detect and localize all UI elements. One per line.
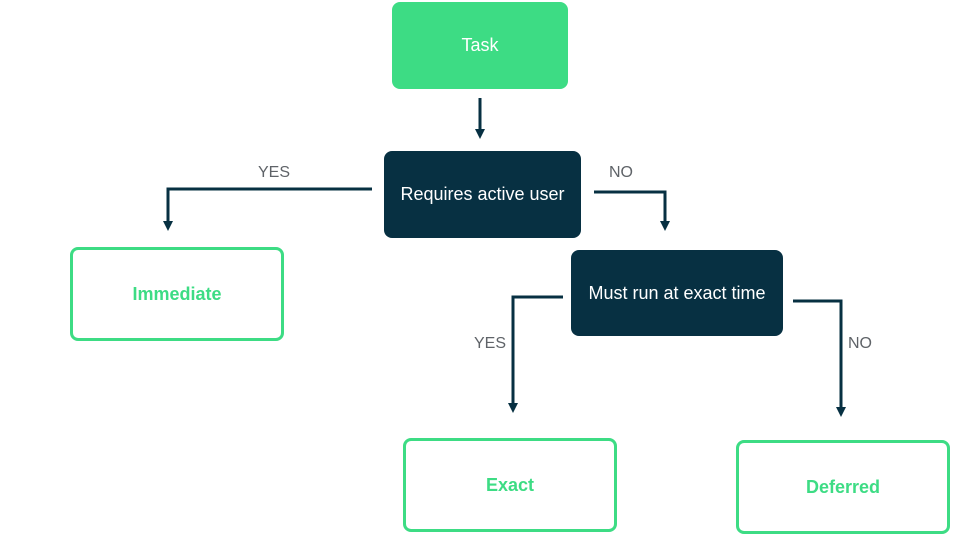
arrow-must-run-exact-time-no (793, 299, 846, 417)
edge-label-exact-time-no: NO (848, 335, 872, 352)
exact-label: Exact (485, 474, 535, 495)
deferred-node: Deferred (736, 440, 950, 534)
edge-label-active-user-yes: YES (257, 164, 291, 181)
immediate-node: Immediate (70, 247, 284, 341)
task-node: Task (392, 2, 568, 89)
immediate-label: Immediate (132, 283, 222, 304)
edge-label-exact-time-yes: YES (473, 335, 507, 352)
task-node-label: Task (461, 35, 499, 55)
arrow-requires-active-user-yes (163, 187, 372, 231)
deferred-label: Deferred (805, 476, 881, 497)
arrow-requires-active-user-no (594, 190, 670, 231)
edge-label-active-user-no: NO (609, 164, 633, 181)
must-run-exact-time-label: Must run at exact time (588, 282, 766, 303)
exact-node: Exact (403, 438, 617, 532)
requires-active-user-node: Requires active user (384, 151, 581, 238)
arrow-must-run-exact-time-yes (508, 295, 563, 413)
must-run-exact-time-node: Must run at exact time (571, 250, 783, 336)
requires-active-user-label: Requires active user (400, 184, 565, 204)
